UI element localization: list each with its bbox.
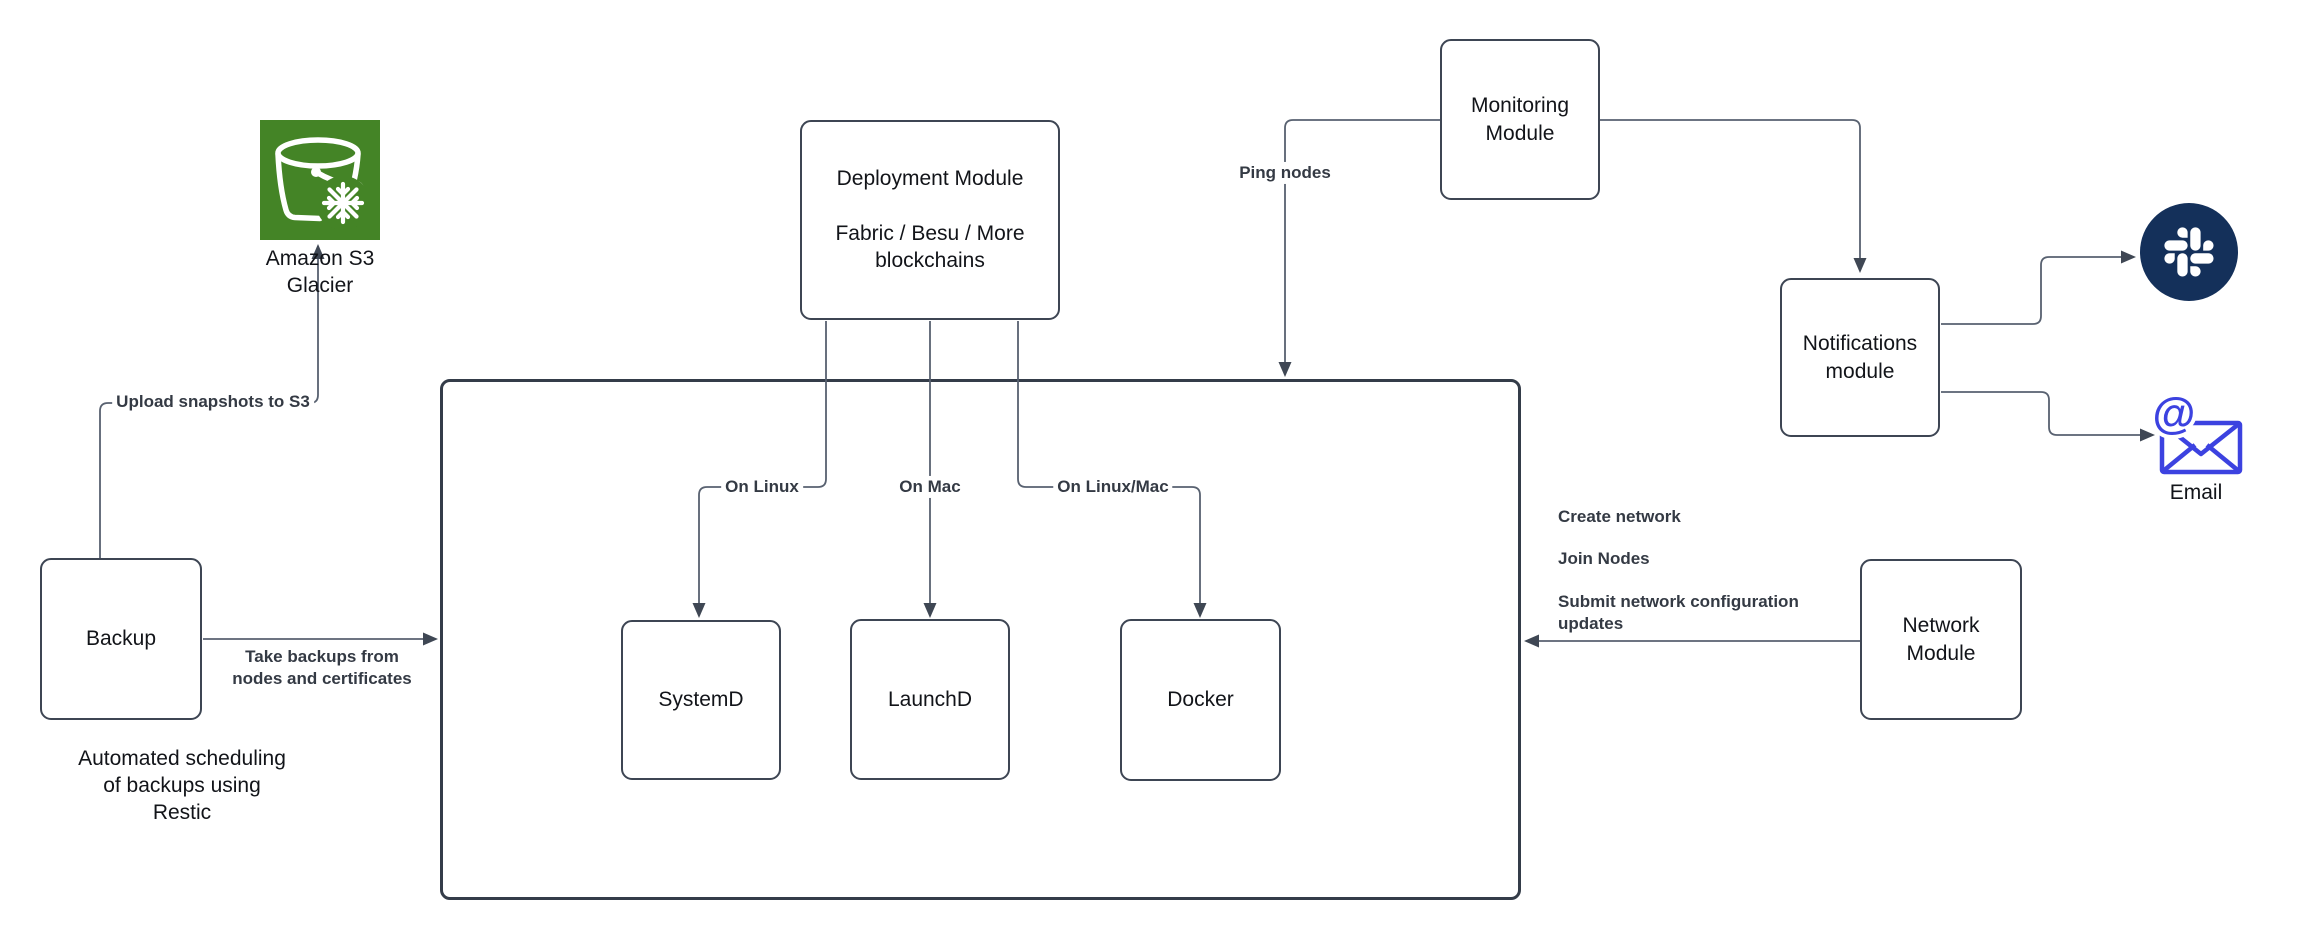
deployment-module-node: Deployment Module Fabric / Besu / More b… [800, 120, 1060, 320]
notifications-module-node: Notifications module [1780, 278, 1940, 437]
notifications-module-label: Notifications module [1802, 332, 1918, 383]
deployment-module-label: Deployment Module Fabric / Besu / More b… [835, 167, 1025, 273]
email-label: Email [2169, 481, 2223, 504]
edge-label-ping-nodes: Ping nodes [1235, 161, 1335, 185]
email-at-glyph: @ [2153, 390, 2196, 438]
email-icon: @ [2149, 385, 2250, 482]
systemd-label: SystemD [658, 688, 744, 712]
s3-glacier-label: Amazon S3 Glacier [265, 247, 375, 297]
backup-node-label: Backup [85, 627, 157, 651]
edge-monitoring-to-notifications [1600, 119, 1861, 264]
backup-caption: Automated scheduling of backups using Re… [78, 747, 286, 824]
edge-label-upload-snapshots: Upload snapshots to S3 [112, 390, 314, 414]
edge-label-on-linux: On Linux [721, 475, 803, 499]
monitoring-module-node: Monitoring Module [1440, 39, 1600, 200]
slack-icon [2140, 203, 2238, 301]
network-module-label: Network Module [1902, 614, 1980, 665]
label-create-network: Create network [1558, 507, 1681, 526]
launchd-label: LaunchD [887, 687, 973, 711]
systemd-node: SystemD [621, 620, 781, 780]
amazon-s3-glacier-icon [260, 120, 380, 240]
launchd-node: LaunchD [850, 619, 1010, 780]
backup-node: Backup [40, 558, 202, 720]
edge-label-take-backups: Take backups from nodes and certificates [228, 645, 416, 691]
docker-node: Docker [1120, 619, 1281, 781]
edge-label-on-linux-mac: On Linux/Mac [1053, 475, 1173, 499]
edge-notifications-to-email [1941, 391, 2146, 436]
network-module-node: Network Module [1860, 559, 2022, 720]
label-join-nodes: Join Nodes [1558, 549, 1650, 568]
label-submit-updates: Submit network configuration updates [1558, 592, 1799, 634]
docker-label: Docker [1167, 688, 1234, 712]
edge-label-on-mac: On Mac [895, 475, 965, 499]
edge-notifications-to-slack [1941, 256, 2127, 325]
monitoring-module-label: Monitoring Module [1470, 94, 1570, 145]
edge-monitoring-to-container [1284, 119, 1440, 368]
